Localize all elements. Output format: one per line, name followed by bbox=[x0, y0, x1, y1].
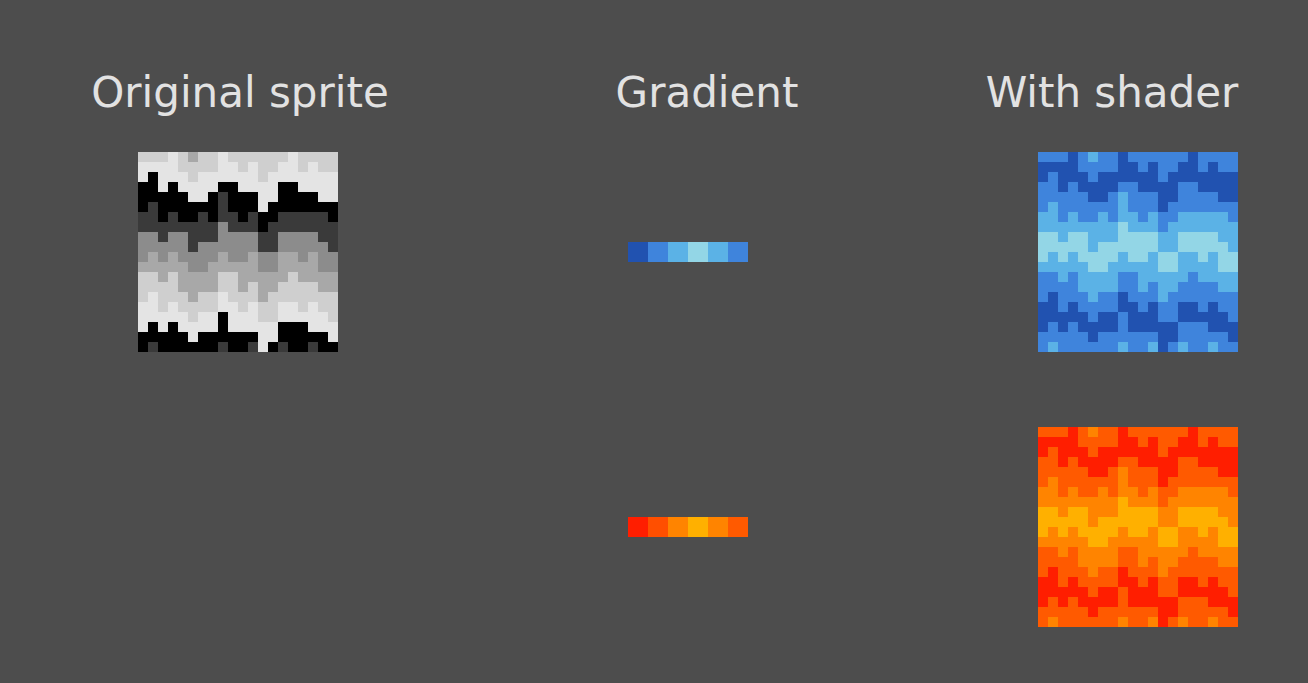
blue-shaded-sprite bbox=[1038, 152, 1238, 352]
blue-gradient bbox=[628, 242, 748, 262]
column-heading: Original sprite bbox=[91, 68, 389, 118]
fire-shaded-sprite bbox=[1038, 427, 1238, 627]
fire-gradient bbox=[628, 517, 748, 537]
column-heading: With shader bbox=[986, 68, 1239, 118]
column-heading: Gradient bbox=[616, 68, 799, 118]
original-sprite bbox=[138, 152, 338, 352]
